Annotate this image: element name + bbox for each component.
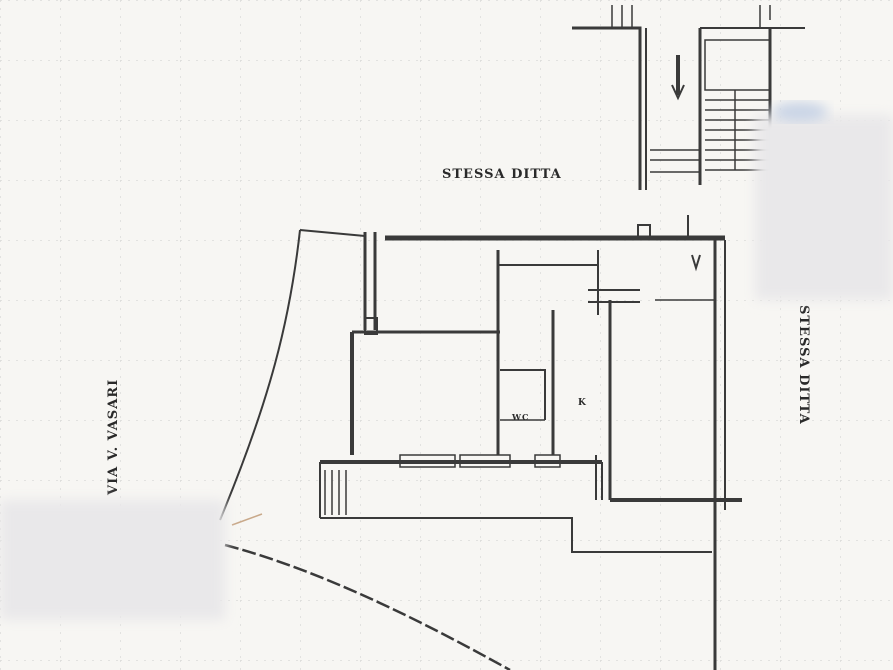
apartment-walls [319, 215, 742, 670]
label-wc: WC [511, 412, 529, 422]
site-boundary [219, 229, 511, 670]
label-top-neighbour: STESSA DITTA [442, 167, 562, 182]
watermark-smudge [772, 102, 828, 122]
label-kitchen: K [578, 398, 587, 408]
label-street: VIA V. VASARI [106, 379, 121, 496]
label-right-neighbour: STESSA DITTA [796, 305, 811, 425]
redaction-bottom-left [0, 500, 225, 620]
redaction-top-right [755, 115, 893, 300]
